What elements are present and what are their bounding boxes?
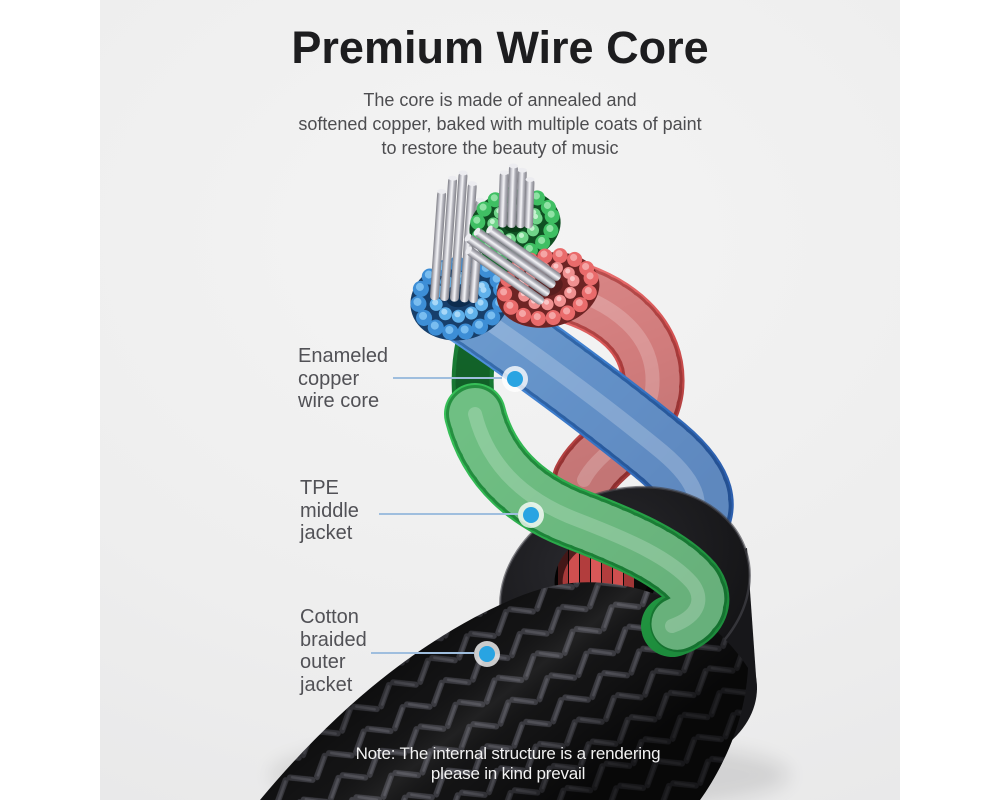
callout-label-tpe-middle-jacket: TPE middle jacket — [300, 477, 359, 544]
page-subtitle: The core is made of annealed and softene… — [298, 90, 702, 158]
disclaimer-note: Note: The internal structure is a render… — [355, 744, 661, 783]
callout-label-cotton-braided-outer-jacket: Cotton braided outer jacket — [300, 606, 367, 696]
leader-line-tpe-middle-jacket — [379, 513, 518, 515]
marker-dot-cotton-braided-outer-jacket — [474, 641, 500, 667]
content-panel: Premium Wire Core The core is made of an… — [100, 0, 900, 800]
leader-line-cotton-braided-outer-jacket — [371, 652, 474, 654]
leader-line-enameled-copper-wire-core — [393, 377, 502, 379]
copper-strands-green — [498, 163, 535, 229]
marker-dot-tpe-middle-jacket — [518, 502, 544, 528]
marker-dot-core-icon — [479, 646, 495, 662]
red-wire-tip — [464, 225, 600, 328]
green-wire — [444, 383, 730, 657]
marker-dot-core-icon — [507, 371, 523, 387]
cable-cutaway-illustration — [260, 163, 790, 800]
page-title: Premium Wire Core — [291, 22, 709, 73]
braided-jacket — [260, 582, 748, 800]
copper-strands-red — [464, 225, 561, 305]
marker-dot-core-icon — [523, 507, 539, 523]
callout-label-enameled-copper-wire-core: Enameled copper wire core — [298, 345, 389, 412]
marker-dot-enameled-copper-wire-core — [502, 366, 528, 392]
